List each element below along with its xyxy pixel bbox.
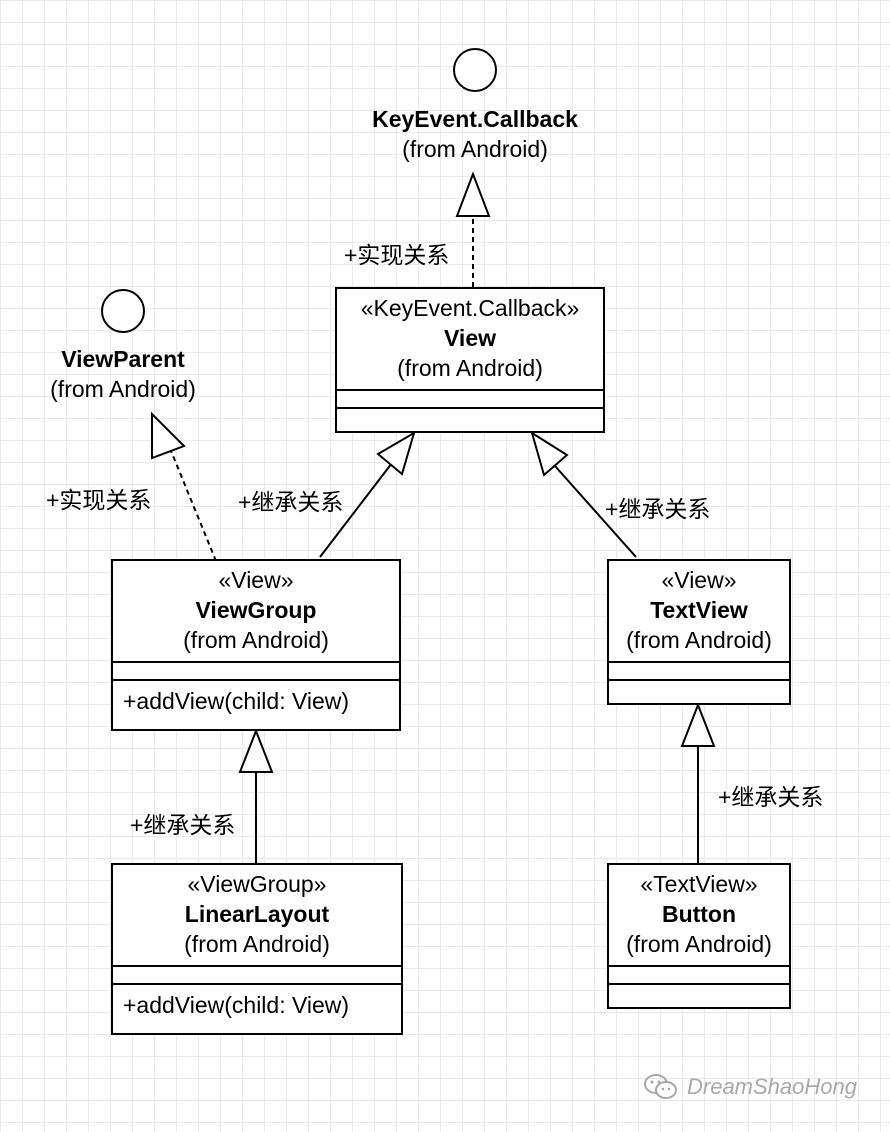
class-linearlayout: «ViewGroup» LinearLayout (from Android) … xyxy=(111,863,403,1035)
attributes-compartment xyxy=(113,661,399,679)
class-header: «TextView» Button (from Android) xyxy=(609,865,789,965)
class-name: Button xyxy=(661,901,737,927)
class-viewgroup: «View» ViewGroup (from Android) +addView… xyxy=(111,559,401,731)
class-textview: «View» TextView (from Android) xyxy=(607,559,791,705)
wechat-icon xyxy=(644,1074,677,1099)
class-header: «ViewGroup» LinearLayout (from Android) xyxy=(113,865,401,965)
class-header: «View» ViewGroup (from Android) xyxy=(113,561,399,661)
class-name: LinearLayout xyxy=(184,901,330,927)
class-stereotype: «View» xyxy=(661,567,737,593)
realization-arrowhead-viewgroup xyxy=(151,411,186,460)
class-name: TextView xyxy=(650,597,748,623)
generalization-arrowhead-textview xyxy=(530,430,569,477)
attributes-compartment xyxy=(113,965,401,983)
interface-name: KeyEvent.Callback xyxy=(372,106,578,132)
class-origin: (from Android) xyxy=(626,627,772,653)
interface-circle-keyevent-callback xyxy=(453,48,497,92)
label-viewgroup-extends: +继承关系 xyxy=(238,489,344,515)
attributes-compartment xyxy=(609,661,789,679)
operations-compartment xyxy=(609,679,789,697)
generalization-arrowhead-viewgroup xyxy=(376,430,416,476)
class-stereotype: «ViewGroup» xyxy=(187,871,327,897)
interface-viewparent: ViewParent (from Android) xyxy=(20,344,226,404)
attributes-compartment xyxy=(609,965,789,983)
class-origin: (from Android) xyxy=(397,355,543,381)
watermark-text: DreamShaoHong xyxy=(687,1074,857,1099)
class-header: «View» TextView (from Android) xyxy=(609,561,789,661)
class-name: View xyxy=(444,325,496,351)
generalization-arrowhead-button xyxy=(680,702,716,747)
attributes-compartment xyxy=(337,389,603,407)
operation-addview: +addView(child: View) xyxy=(123,688,350,714)
class-origin: (from Android) xyxy=(183,627,329,653)
operations-compartment xyxy=(609,983,789,1001)
watermark: DreamShaoHong xyxy=(643,1073,857,1101)
class-name: ViewGroup xyxy=(195,597,317,623)
operation-addview: +addView(child: View) xyxy=(123,992,350,1018)
label-linearlayout-extends: +继承关系 xyxy=(130,812,236,838)
label-view-implements: +实现关系 xyxy=(344,242,450,268)
class-stereotype: «TextView» xyxy=(640,871,758,897)
operations-compartment: +addView(child: View) xyxy=(113,983,401,1025)
generalization-line-viewgroup xyxy=(319,462,393,558)
class-stereotype: «KeyEvent.Callback» xyxy=(360,295,580,321)
interface-origin: (from Android) xyxy=(402,136,548,162)
label-button-extends: +继承关系 xyxy=(718,784,824,810)
interface-name: ViewParent xyxy=(61,346,185,372)
realization-line-viewgroup xyxy=(168,445,217,562)
class-origin: (from Android) xyxy=(626,931,772,957)
class-origin: (from Android) xyxy=(184,931,330,957)
operations-compartment xyxy=(337,407,603,425)
interface-circle-viewparent xyxy=(101,289,145,333)
generalization-arrowhead-linearlayout xyxy=(238,728,274,773)
class-header: «KeyEvent.Callback» View (from Android) xyxy=(337,289,603,389)
class-stereotype: «View» xyxy=(218,567,294,593)
class-view: «KeyEvent.Callback» View (from Android) xyxy=(335,287,605,433)
realization-arrowhead-view xyxy=(455,171,491,217)
generalization-line-textview xyxy=(554,465,637,558)
class-button: «TextView» Button (from Android) xyxy=(607,863,791,1009)
label-textview-extends: +继承关系 xyxy=(605,496,711,522)
interface-origin: (from Android) xyxy=(50,376,196,402)
label-viewgroup-implements: +实现关系 xyxy=(46,487,152,513)
interface-keyevent-callback: KeyEvent.Callback (from Android) xyxy=(340,104,610,164)
operations-compartment: +addView(child: View) xyxy=(113,679,399,721)
